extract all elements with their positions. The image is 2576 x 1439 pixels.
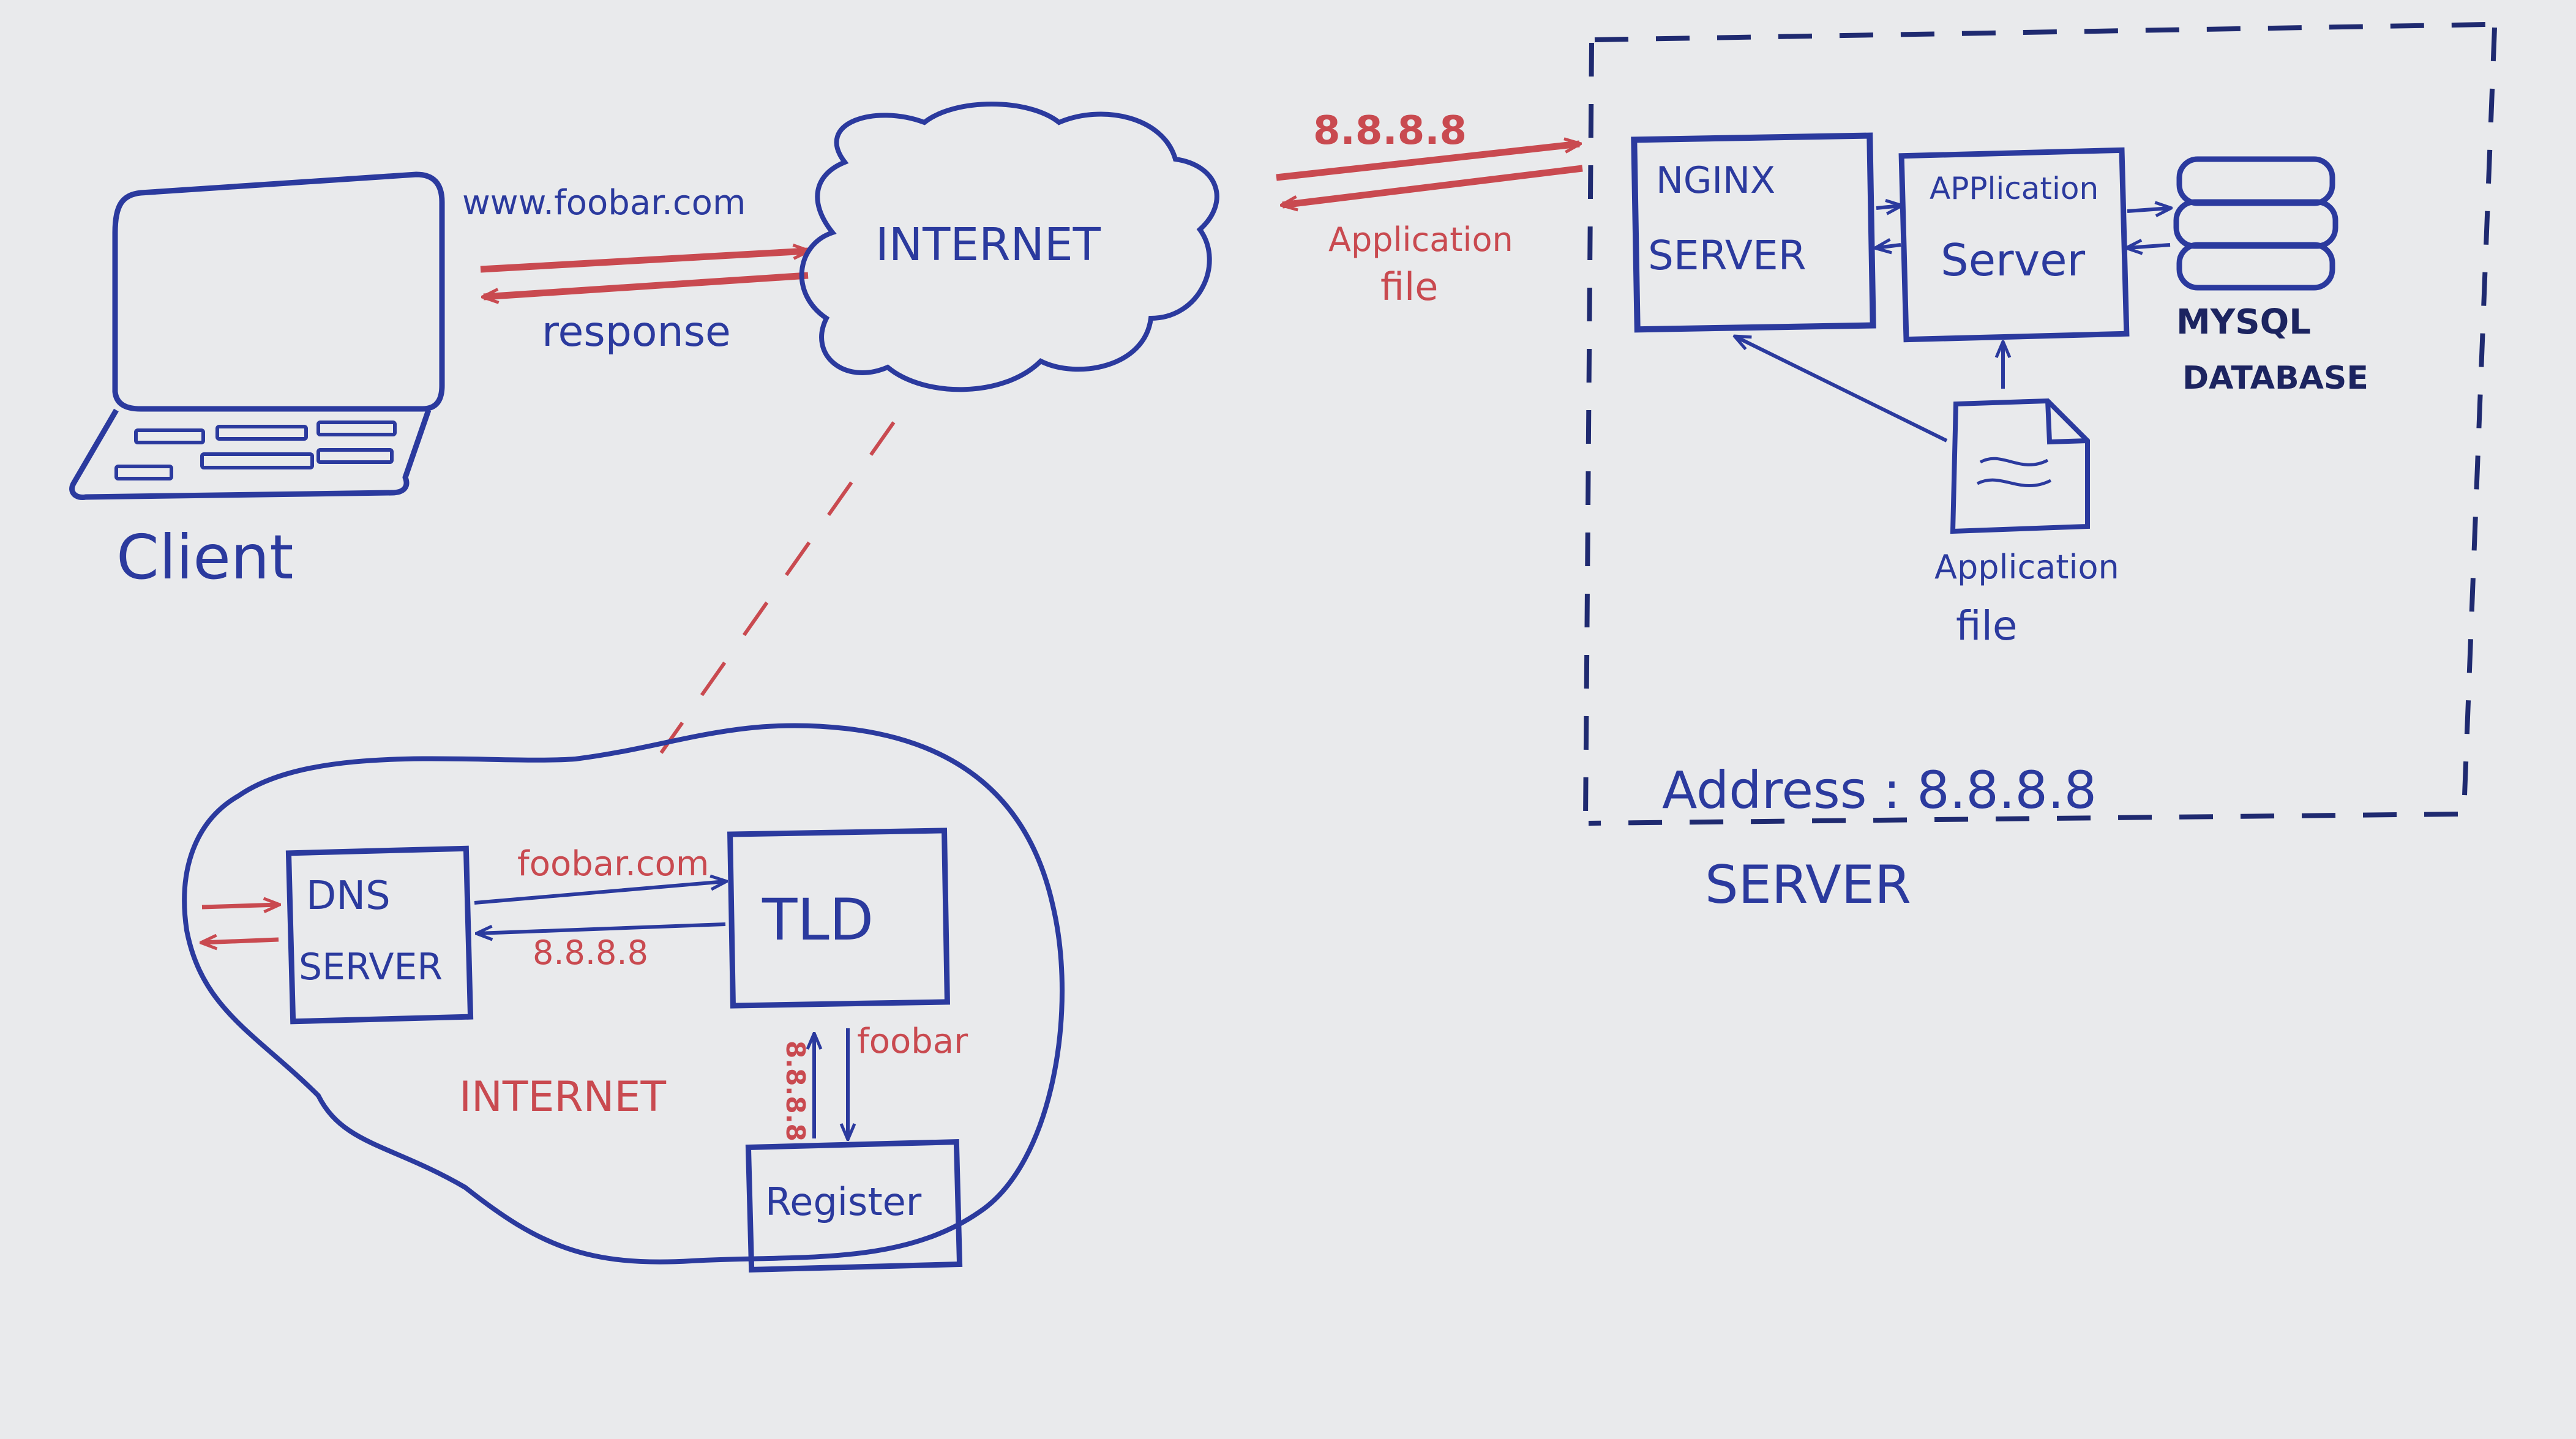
server-zone-label: SERVER bbox=[1705, 854, 1911, 916]
file-response-label-line1: Application bbox=[1328, 220, 1513, 259]
server-zone-boundary bbox=[1583, 22, 2497, 826]
internet-cloud bbox=[799, 102, 1219, 392]
tld-to-register-label: foobar bbox=[857, 1022, 968, 1061]
request-url-label: www.foobar.com bbox=[462, 183, 746, 223]
app-nginx-link-arrow bbox=[1876, 245, 1901, 248]
register-box bbox=[745, 1138, 963, 1273]
application-file-icon bbox=[1950, 398, 2090, 534]
nginx-app-link-arrow bbox=[1876, 206, 1901, 208]
dns-to-tld-arrow bbox=[474, 881, 725, 905]
dns-label-line1: DNS bbox=[306, 873, 391, 919]
dns-internet-cloud-label: INTERNET bbox=[459, 1073, 667, 1121]
app-db-link-arrow bbox=[2127, 208, 2170, 211]
client-laptop bbox=[69, 171, 445, 501]
laptop-base bbox=[69, 408, 432, 501]
application-file-label-line1: Application bbox=[1934, 548, 2119, 586]
tld-to-dns-label: 8.8.8.8 bbox=[533, 933, 648, 972]
laptop-keyboard bbox=[114, 420, 397, 480]
application-file-label-line2: file bbox=[1956, 602, 2018, 649]
dns-label-line2: SERVER bbox=[299, 946, 443, 989]
nginx-label-line2: SERVER bbox=[1648, 232, 1807, 279]
ip-request-label: 8.8.8.8 bbox=[1313, 108, 1467, 154]
dns-server-box bbox=[285, 845, 474, 1025]
register-label: Register bbox=[765, 1179, 922, 1224]
tld-box bbox=[727, 828, 950, 1009]
application-server-box bbox=[1898, 147, 2130, 343]
dns-internet-cloud bbox=[182, 723, 1065, 1265]
file-response-arrow bbox=[1282, 165, 1583, 205]
database-label-line1: MYSQL bbox=[2176, 302, 2311, 342]
response-arrow bbox=[484, 272, 809, 297]
tld-label: TLD bbox=[762, 887, 874, 954]
register-to-tld-label: 8.8.8.8 bbox=[781, 1041, 811, 1142]
dns-query-in-arrow bbox=[201, 905, 279, 907]
server-address-label: Address : 8.8.8.8 bbox=[1662, 760, 2097, 820]
client-label: Client bbox=[116, 521, 294, 593]
application-server-label-line2: Server bbox=[1941, 234, 2086, 286]
file-response-label-line2: file bbox=[1380, 264, 1438, 309]
application-server-label-line1: APPlication bbox=[1930, 171, 2099, 206]
database-icon bbox=[2173, 156, 2338, 291]
file-to-nginx-arrow bbox=[1735, 337, 1948, 443]
internet-cloud-label: INTERNET bbox=[875, 219, 1101, 271]
request-arrow bbox=[480, 251, 808, 273]
dns-answer-out-arrow bbox=[202, 940, 279, 943]
nginx-server-box bbox=[1631, 132, 1876, 333]
ip-request-arrow bbox=[1276, 144, 1579, 181]
tld-to-dns-arrow bbox=[477, 922, 726, 933]
laptop-screen bbox=[112, 171, 445, 412]
internet-to-dns-dashed-link bbox=[659, 421, 896, 754]
db-app-link-arrow bbox=[2127, 245, 2171, 248]
database-label-line2: DATABASE bbox=[2182, 360, 2368, 397]
dns-to-tld-label: foobar.com bbox=[517, 844, 709, 884]
nginx-label-line1: NGINX bbox=[1656, 159, 1775, 202]
response-label: response bbox=[542, 308, 731, 356]
